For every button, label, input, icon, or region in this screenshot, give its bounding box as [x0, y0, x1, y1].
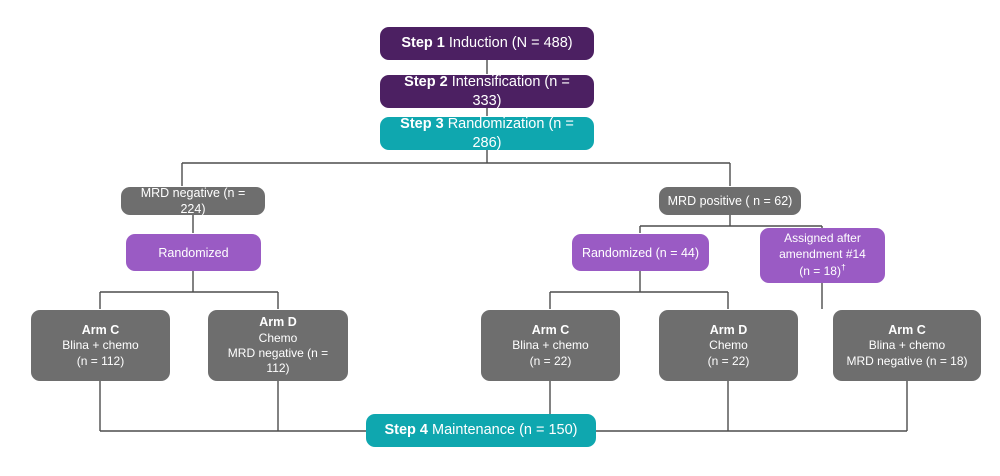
- arm-c-mid-line-3: (n = 22): [529, 353, 572, 368]
- node-step-2-label: Step 2 Intensification (n = 333): [388, 73, 586, 110]
- arm-d-left-label: Arm D Chemo MRD negative (n = 112): [216, 314, 340, 376]
- node-step-2-intensification[interactable]: Step 2 Intensification (n = 333): [380, 73, 594, 110]
- arm-c-mid-label: Arm C Blina + chemo (n = 22): [489, 322, 612, 369]
- arm-c-right-label: Arm C Blina + chemo MRD negative (n = 18…: [841, 322, 973, 369]
- arm-c-left-label: Arm C Blina + chemo (n = 112): [39, 322, 162, 369]
- node-step-4-label: Step 4 Maintenance (n = 150): [374, 421, 588, 440]
- node-step-3-randomization[interactable]: Step 3 Randomization (n = 286): [380, 115, 594, 152]
- step-4-rest-label: Maintenance (n = 150): [427, 422, 578, 439]
- arm-d-mid-title: Arm D: [709, 322, 748, 337]
- step-4-bold-label: Step 4: [384, 422, 428, 439]
- step-3-bold-label: Step 3: [400, 115, 444, 132]
- arm-d-mid-label: Arm D Chemo (n = 22): [667, 322, 790, 369]
- assigned-after-amendment-label: Assigned after amendment #14 (n = 18)†: [768, 231, 877, 279]
- arm-d-left-title: Arm D: [259, 315, 297, 330]
- arm-c-right-line-2: Blina + chemo: [868, 338, 946, 353]
- step-2-rest-label: Intensification (n = 333): [447, 73, 570, 109]
- node-mrd-positive[interactable]: MRD positive ( n = 62): [659, 187, 801, 215]
- arm-d-left-line-2: Chemo: [258, 330, 298, 345]
- assigned-line-3: (n = 18): [799, 264, 841, 279]
- node-step-1-label: Step 1 Induction (N = 488): [388, 34, 586, 53]
- node-step-3-label: Step 3 Randomization (n = 286): [388, 115, 586, 152]
- arm-c-right-line-3: MRD negative (n = 18): [846, 353, 968, 368]
- node-arm-c-right[interactable]: Arm C Blina + chemo MRD negative (n = 18…: [833, 310, 981, 381]
- randomized-right-label: Randomized (n = 44): [581, 245, 700, 260]
- arm-c-left-line-2: Blina + chemo: [62, 338, 139, 353]
- arm-c-mid-title: Arm C: [531, 322, 570, 337]
- arm-c-right-title: Arm C: [888, 322, 926, 337]
- node-arm-c-left[interactable]: Arm C Blina + chemo (n = 112): [31, 310, 170, 381]
- node-randomized-right[interactable]: Randomized (n = 44): [572, 234, 709, 271]
- step-3-rest-label: Randomization (n = 286): [443, 115, 574, 151]
- node-randomized-left[interactable]: Randomized: [126, 234, 261, 271]
- assigned-line-2: amendment #14: [779, 246, 866, 261]
- arm-c-mid-line-2: Blina + chemo: [512, 338, 589, 353]
- assigned-footnote-marker: †: [840, 262, 846, 273]
- mrd-positive-label: MRD positive ( n = 62): [667, 194, 793, 208]
- node-mrd-negative[interactable]: MRD negative (n = 224): [121, 186, 265, 216]
- mrd-negative-label: MRD negative (n = 224): [140, 186, 246, 216]
- assigned-line-1: Assigned after: [784, 231, 861, 246]
- arm-d-mid-line-3: (n = 22): [707, 353, 750, 368]
- node-arm-c-mid[interactable]: Arm C Blina + chemo (n = 22): [481, 310, 620, 381]
- node-arm-d-left[interactable]: Arm D Chemo MRD negative (n = 112): [208, 310, 348, 381]
- step-2-bold-label: Step 2: [404, 73, 448, 90]
- node-step-4-maintenance[interactable]: Step 4 Maintenance (n = 150): [366, 414, 596, 447]
- node-arm-d-mid[interactable]: Arm D Chemo (n = 22): [659, 310, 798, 381]
- arm-c-left-line-3: (n = 112): [76, 353, 125, 368]
- node-assigned-after-amendment[interactable]: Assigned after amendment #14 (n = 18)†: [760, 228, 885, 283]
- arm-c-left-title: Arm C: [81, 322, 120, 337]
- arm-d-mid-line-2: Chemo: [709, 338, 748, 353]
- step-1-rest-label: Induction (N = 488): [444, 35, 573, 52]
- randomized-left-label: Randomized: [158, 245, 229, 260]
- arm-d-left-line-3: MRD negative (n = 112): [227, 346, 329, 376]
- node-step-1-induction[interactable]: Step 1 Induction (N = 488): [380, 27, 594, 60]
- step-1-bold-label: Step 1: [401, 35, 445, 52]
